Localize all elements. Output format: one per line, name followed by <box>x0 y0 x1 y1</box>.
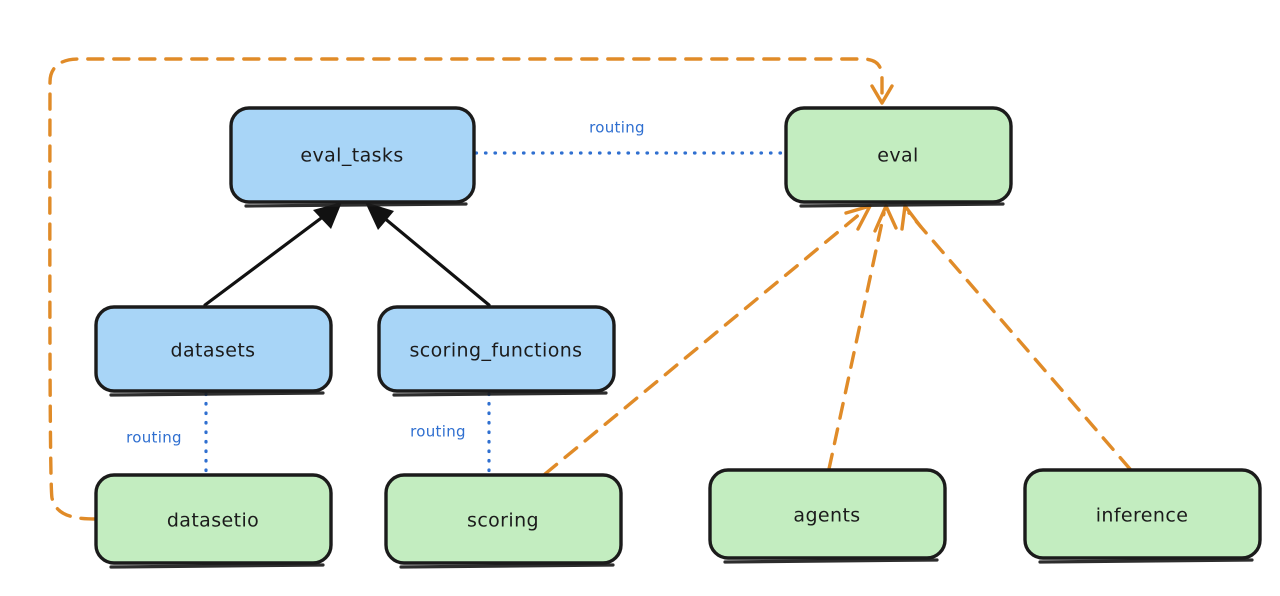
node-eval-shadow <box>799 202 1005 208</box>
node-eval-label: eval <box>877 145 918 167</box>
arrowhead-inference-eval <box>900 204 923 231</box>
edge-label-layer: routing routing routing <box>126 119 645 447</box>
node-agents-shadow <box>723 558 939 564</box>
node-eval-tasks-shape <box>229 106 476 204</box>
node-datasets[interactable]: datasets <box>94 305 333 397</box>
edge-layer <box>48 57 1132 521</box>
node-datasetio-shape <box>94 473 333 565</box>
edge-agents-eval <box>827 211 886 471</box>
node-agents-shape <box>708 468 947 560</box>
node-scoring-shadow <box>399 563 615 569</box>
node-datasets-shape <box>94 305 333 393</box>
node-inference[interactable]: inference <box>1023 468 1262 564</box>
node-datasetio-shadow <box>109 563 325 569</box>
node-eval-tasks-shadow <box>244 202 468 208</box>
node-scoring-functions-shadow <box>392 391 608 397</box>
node-scoring-shape <box>384 473 623 565</box>
edge-inference-eval <box>907 211 1132 471</box>
node-eval-shape <box>784 106 1013 204</box>
node-datasetio[interactable]: datasetio <box>94 473 333 569</box>
node-scoring-functions-label: scoring_functions <box>410 340 583 362</box>
node-datasets-label: datasets <box>171 340 256 362</box>
edge-datasets-eval-tasks <box>203 205 338 307</box>
arrowhead-datasets-eval-tasks <box>313 202 342 229</box>
edge-scoring-eval <box>543 211 863 476</box>
arrowhead-scoring-functions-eval-tasks <box>365 202 394 230</box>
node-datasets-shadow <box>109 391 325 397</box>
node-agents-label: agents <box>793 505 860 527</box>
edge-label-routing-datasetio: routing <box>126 429 182 447</box>
edge-label-routing-scoring: routing <box>410 423 466 441</box>
arrowhead-agents-eval <box>873 204 898 233</box>
node-scoring-functions-shape <box>377 305 616 393</box>
node-agents[interactable]: agents <box>708 468 947 564</box>
edge-scoring-functions-eval-tasks <box>369 205 491 307</box>
node-eval-tasks-label: eval_tasks <box>300 145 403 167</box>
node-inference-shadow <box>1038 558 1254 564</box>
node-eval[interactable]: eval <box>784 106 1013 208</box>
edge-label-routing-eval: routing <box>589 119 645 137</box>
node-inference-label: inference <box>1096 505 1189 527</box>
edge-datasetio-eval <box>48 57 884 521</box>
node-eval-tasks[interactable]: eval_tasks <box>229 106 476 208</box>
arrowhead-datasetio-eval <box>870 84 894 105</box>
node-scoring-label: scoring <box>467 510 539 532</box>
node-inference-shape <box>1023 468 1262 560</box>
node-scoring-functions[interactable]: scoring_functions <box>377 305 616 397</box>
node-datasetio-label: datasetio <box>167 510 259 532</box>
node-scoring[interactable]: scoring <box>384 473 623 569</box>
